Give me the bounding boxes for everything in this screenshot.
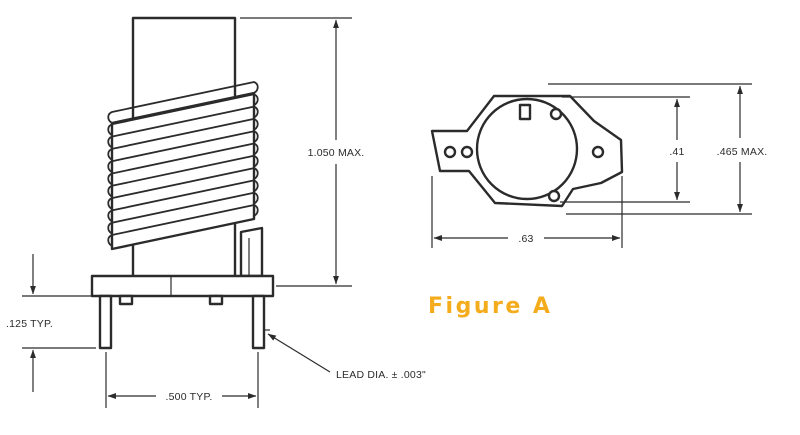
coil-turn: [107, 93, 259, 137]
overall-height-dim-label: .465 MAX.: [717, 146, 768, 158]
coil-turn: [107, 142, 259, 186]
pin-hole-top: [549, 107, 563, 121]
hole-spacing-dim-label: .41: [669, 146, 684, 158]
coil-turn: [107, 81, 259, 124]
mounting-hole-right: [591, 145, 605, 159]
figure-label: Figure A: [428, 294, 552, 319]
top-view: .63 .41 .465 MAX.: [430, 83, 768, 248]
core-notch: [518, 103, 532, 121]
pin-left: [98, 294, 113, 350]
lead-wire: [239, 226, 264, 278]
height-dim-label: 1.050 MAX.: [308, 147, 365, 159]
base-plate: [90, 274, 275, 298]
base-tab-left: [118, 294, 134, 306]
coil-turn: [107, 154, 259, 198]
lead-note-leader: [267, 333, 331, 373]
coil-turn: [107, 191, 259, 235]
core-circle: [475, 97, 579, 201]
coil-turn: [107, 167, 259, 210]
pin-spacing-dim-label: .500 TYP.: [166, 391, 213, 403]
base-tab-right: [208, 294, 224, 306]
width-dim-label: .63: [518, 233, 533, 245]
coil-turn: [107, 179, 259, 223]
pin-length-dim-label: .125 TYP.: [6, 318, 53, 330]
coil-turn: [107, 130, 259, 174]
mounting-hole-left-2: [460, 145, 474, 159]
coil-turn: [107, 105, 259, 149]
mounting-hole-left-1: [443, 145, 457, 159]
pin-hole-bottom: [547, 189, 561, 203]
side-view: 1.050 MAX. .125 TYP. .500 TYP. LEAD DIA.…: [6, 16, 426, 408]
coil-windings: [107, 81, 259, 251]
lead-note-label: LEAD DIA. ± .003": [336, 369, 426, 381]
pin-right: [251, 294, 266, 350]
coil-turn: [107, 204, 259, 247]
coil-turn: [107, 118, 259, 161]
